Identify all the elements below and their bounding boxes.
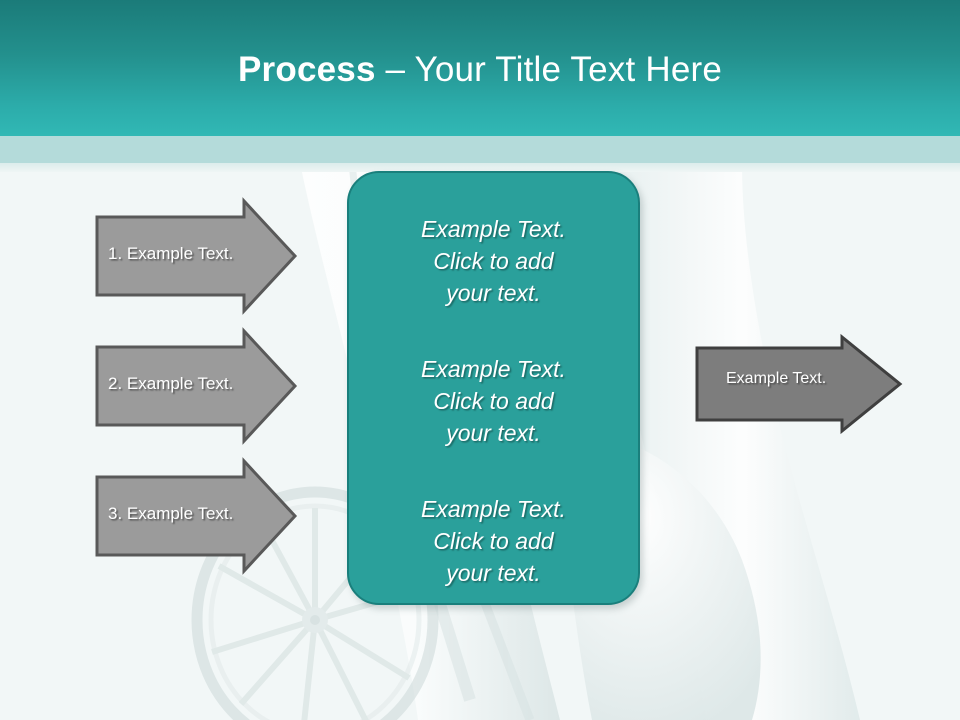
- process-panel-block-2[interactable]: Example Text. Click to add your text.: [421, 356, 566, 446]
- slide-header-underband: [0, 136, 960, 163]
- input-arrow-2[interactable]: 2. Example Text.: [94, 327, 298, 445]
- page-title-regular: Your Title Text Here: [414, 50, 722, 89]
- page-title-separator: –: [375, 50, 415, 89]
- process-panel[interactable]: Example Text. Click to add your text. Ex…: [347, 171, 640, 605]
- output-arrow[interactable]: Example Text.: [694, 333, 904, 435]
- slide-header-underband-fade: [0, 163, 960, 172]
- output-arrow-label: Example Text.: [726, 370, 827, 387]
- input-arrow-1-label: 1. Example Text.: [108, 244, 234, 263]
- process-panel-content: Example Text. Click to add your text. Ex…: [349, 213, 638, 589]
- input-arrow-2-label: 2. Example Text.: [108, 374, 234, 393]
- process-panel-block-3[interactable]: Example Text. Click to add your text.: [421, 496, 566, 586]
- input-arrow-3-label: 3. Example Text.: [108, 504, 234, 523]
- input-arrow-1[interactable]: 1. Example Text.: [94, 197, 298, 315]
- page-title-bold: Process: [238, 50, 376, 89]
- process-panel-block-1[interactable]: Example Text. Click to add your text.: [421, 216, 566, 306]
- slide-header-band: [0, 0, 960, 136]
- input-arrow-3[interactable]: 3. Example Text.: [94, 457, 298, 575]
- page-title: Process – Your Title Text Here: [0, 48, 960, 92]
